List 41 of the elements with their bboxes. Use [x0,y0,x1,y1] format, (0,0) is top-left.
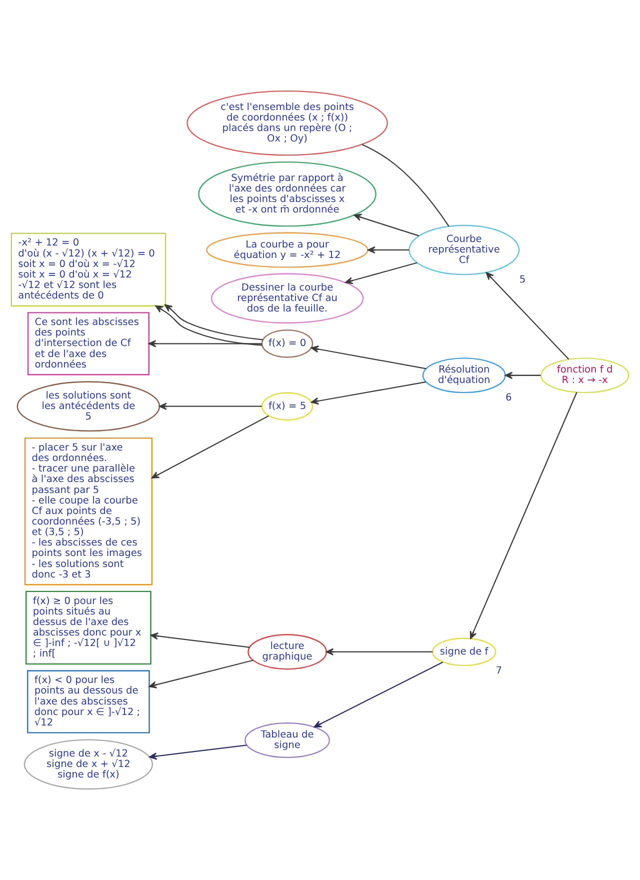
arrow [155,305,262,346]
node-ellipse: Courbe représentative Cf [408,224,520,276]
node-label: 6 [505,392,512,404]
node-ellipse: Symétrie par rapport à l'axe des ordonnées car les points d'abscisses x et -x ont m̄ ordonnée [198,161,376,227]
arrow [326,648,433,656]
node-box: - placer 5 sur l'axe des ordonnées. - tracer une parallèle à l'axe des abscisses passant par 5 - elle coupe la courbe Cf aux points de coordonnées (-3,5 ; 5) et (3,5 ; 5) - les abscisses de ces points sont les images - les solutions sont donc -3 et 3 [24,437,152,586]
arrow [149,744,247,760]
node-ellipse: La courbe a pour équation y = -x² + 12 [206,232,368,268]
node-ellipse: f(x) = 0 [261,329,314,358]
arrow [159,402,262,410]
node-ellipse: Résolution d'équation [422,358,506,394]
node-ellipse: signe de x - √12 signe de x + √12 signe de f(x) [24,739,154,790]
node-ellipse: c'est l'ensemble des points de coordonnées (x ; f(x)) placés dans un repère (O ; Ox ; Oy) [186,90,388,156]
node-label: 5 [519,274,526,286]
arrow [310,346,426,370]
arrow [148,340,262,348]
arrow [148,660,254,688]
node-box: Ce sont les abscisses des points d'intersection de Cf et de l'axe des ordonnées [27,312,150,376]
arrow [345,262,418,284]
arrow [151,415,269,479]
arrow [470,392,578,640]
connector [362,144,450,227]
arrow [150,632,250,648]
node-box: f(x) < 0 pour les points au dessous de l'axe des abscisses donc pour x ∈ ]-√12 ; √12 [27,670,150,734]
node-ellipse: les solutions sont les antécédents de 5 [16,381,160,432]
arrow [504,372,541,379]
arrow [164,304,263,340]
arrow [314,662,444,728]
arrow [368,246,410,254]
arrow [486,272,570,360]
node-ellipse: Dessiner la courbe représentative Cf au dos de la feuille. [210,273,364,324]
node-ellipse: f(x) = 5 [261,392,314,421]
node-ellipse: Tableau de signe [244,722,330,758]
arrow [354,214,420,236]
node-box: -x² + 12 = 0 d'où (x - √12) (x + √12) = 0 soit x = 0 d'où x = -√12 soit x = 0 d'où x = √12 -√12 et √12 sont les antécédents de 0 [10,232,166,306]
node-ellipse: fonction f d R : x → -x [540,358,630,394]
arrow [310,381,426,405]
node-ellipse: lecture graphique [248,634,327,670]
node-label: 7 [496,665,502,676]
node-box: f(x) ≥ 0 pour les points situés au dessus de l'axe des abscisses donc pour x ∈ ]-inf ; -√12[ ∪ ]√12 ; inf[ [26,590,152,665]
node-ellipse: signe de f [432,638,496,666]
